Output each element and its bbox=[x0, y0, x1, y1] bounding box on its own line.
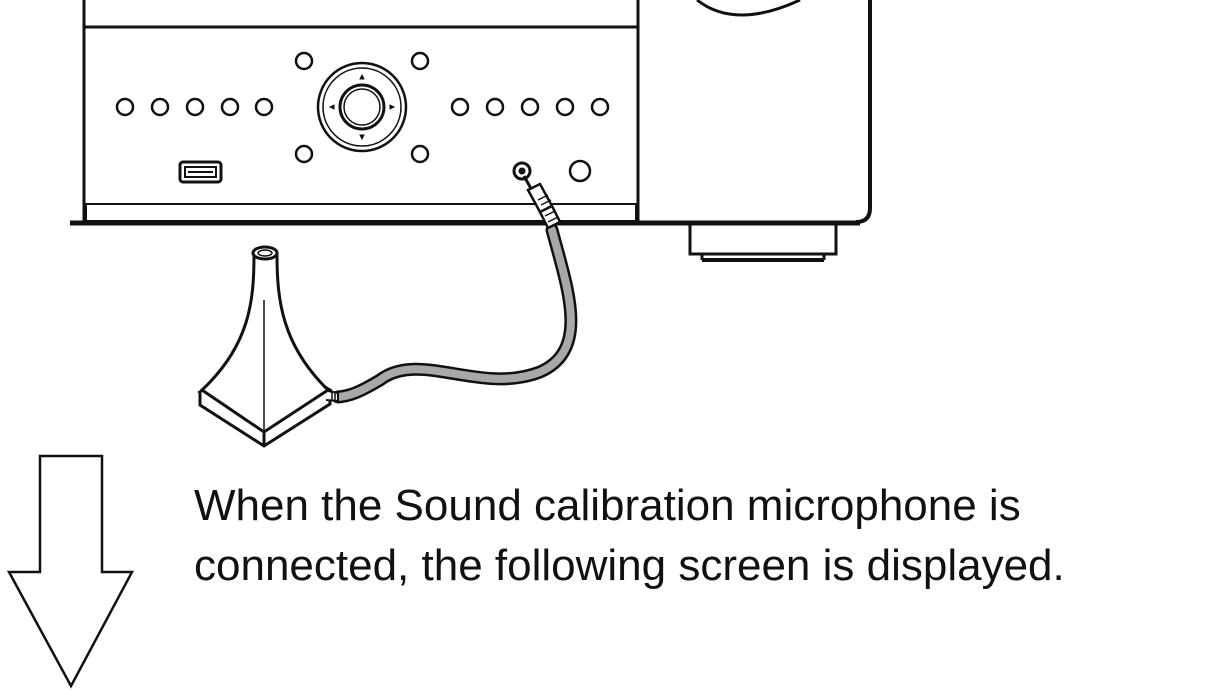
caption-line-1: When the Sound calibration microphone is bbox=[194, 481, 1021, 530]
headphone-jack bbox=[568, 159, 592, 183]
front-button bbox=[590, 97, 610, 117]
front-buttons-left bbox=[115, 97, 274, 117]
usb-port-icon bbox=[178, 160, 223, 184]
instruction-caption: When the Sound calibration microphone is… bbox=[194, 476, 1204, 596]
front-button bbox=[410, 144, 430, 164]
front-button bbox=[520, 97, 540, 117]
front-button bbox=[115, 97, 135, 117]
front-button bbox=[410, 51, 430, 71]
front-button bbox=[254, 97, 274, 117]
front-button bbox=[294, 51, 314, 71]
caption-line-2: connected, the following screen is displ… bbox=[194, 541, 1065, 590]
front-button bbox=[185, 97, 205, 117]
front-buttons-right bbox=[450, 97, 610, 117]
microphone-plug bbox=[522, 175, 562, 230]
microphone-jack-icon bbox=[512, 161, 532, 181]
down-arrow-icon bbox=[6, 454, 135, 689]
front-button bbox=[450, 97, 470, 117]
front-button bbox=[555, 97, 575, 117]
av-receiver bbox=[70, 0, 872, 262]
cursor-dial bbox=[316, 61, 408, 153]
dial-corner-buttons bbox=[294, 51, 430, 164]
front-button bbox=[150, 97, 170, 117]
calibration-microphone bbox=[197, 245, 339, 448]
front-button bbox=[220, 97, 240, 117]
front-button bbox=[485, 97, 505, 117]
front-button bbox=[294, 144, 314, 164]
